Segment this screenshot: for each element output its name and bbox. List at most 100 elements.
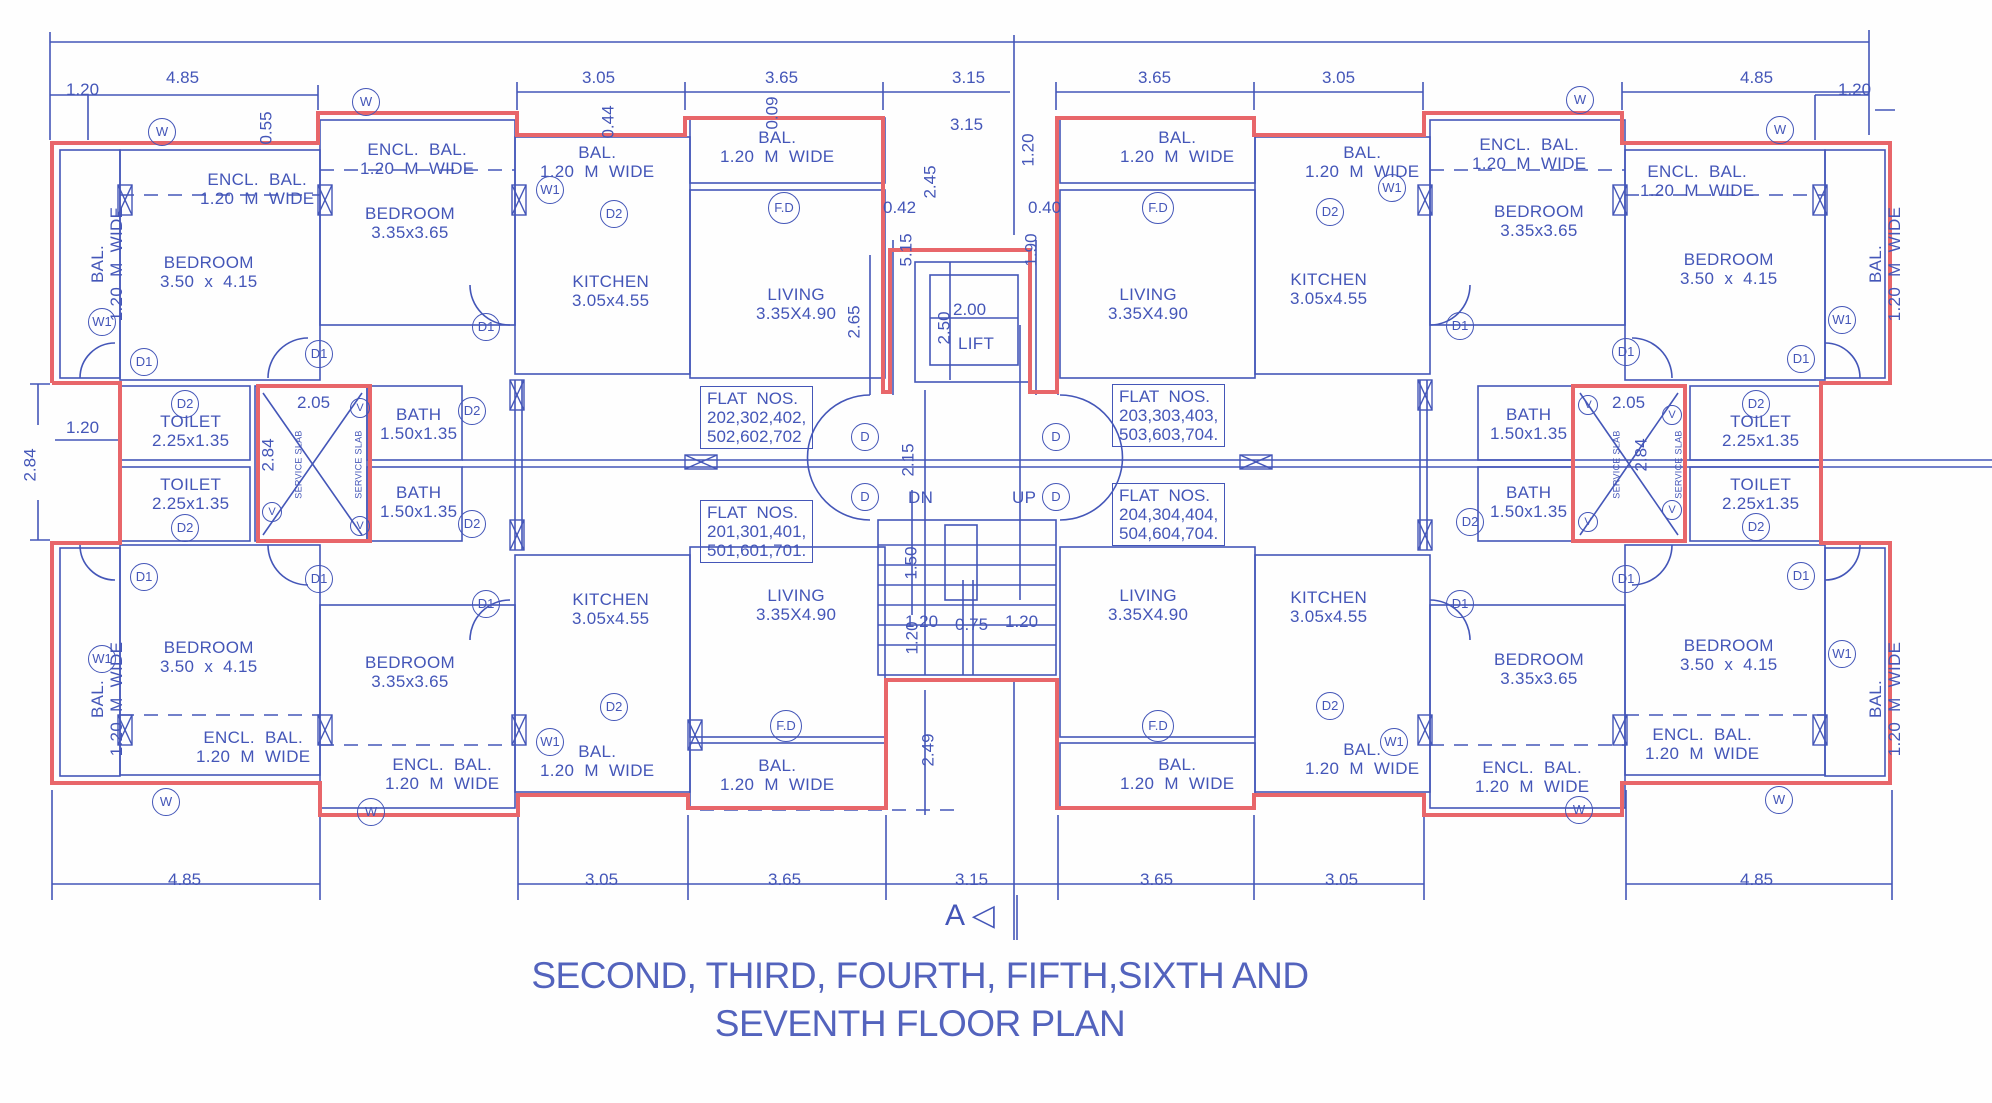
door1-tag: D1 — [305, 565, 333, 593]
dim-bottom-5: 3.65 — [1140, 870, 1174, 889]
flat-label-top-left: FLAT NOS. 202,302,402, 502,602,702 — [700, 386, 814, 449]
dim-core-315: 3.15 — [950, 115, 984, 134]
door1-tag: D1 — [1787, 562, 1815, 590]
window-tag: W — [1766, 116, 1794, 144]
vent-tag: V — [1662, 500, 1682, 520]
flat-label-top-right: FLAT NOS. 203,303,403, 503,603,704. — [1112, 384, 1226, 447]
vent-tag: V — [1578, 395, 1598, 415]
door1-tag: D1 — [1446, 590, 1474, 618]
lift-label: LIFT — [958, 334, 995, 353]
flat-label-bottom-right: FLAT NOS. 204,304,404, 504,604,704. — [1112, 483, 1226, 546]
room-bal-tl: BAL. 1.20 M WIDE — [540, 143, 655, 181]
main-door-tag: D — [1042, 423, 1070, 451]
room-bal-tc-left: BAL. 1.20 M WIDE — [720, 128, 835, 166]
window-tag: W — [357, 798, 385, 826]
window1-tag: W1 — [536, 728, 564, 756]
room-bal-side-tr: BAL. 1.20 M WIDE — [1866, 206, 1905, 322]
room-living-tl: LIVING 3.35X4.90 — [756, 285, 837, 323]
window-tag: W — [152, 788, 180, 816]
room-bedroom-small-tl: BEDROOM 3.35x3.65 — [365, 204, 455, 242]
drawing-title-line-2: SEVENTH FLOOR PLAN — [714, 1003, 1126, 1044]
stair-down-label: DN — [908, 488, 934, 507]
room-encl-bal-tl1: ENCL. BAL. 1.20 M WIDE — [200, 170, 315, 208]
door1-tag: D1 — [1612, 565, 1640, 593]
stair-up-label: UP — [1012, 488, 1037, 507]
room-encl-bal-tr2: ENCL. BAL. 1.20 M WIDE — [1640, 162, 1755, 200]
room-kitchen-bl: KITCHEN 3.05x4.55 — [572, 590, 650, 628]
dim-stair-120c: 1.20 — [902, 621, 922, 655]
service-slab-right-b: SERVICE SLAB — [1673, 430, 1684, 499]
dim-stair-120b: 1.20 — [1005, 612, 1039, 631]
dim-top-6: 3.65 — [1138, 68, 1172, 87]
room-bal-side-tl: BAL. 1.20 M WIDE — [88, 206, 127, 322]
dim-lift-height: 2.50 — [934, 311, 954, 345]
door2-tag: D2 — [1316, 692, 1344, 720]
section-marker-a: A ◁ — [945, 899, 995, 932]
dim-top-5: 3.15 — [952, 68, 986, 87]
room-toilet-br: TOILET 2.25x1.35 — [1722, 475, 1800, 513]
dim-bottom-3: 3.65 — [768, 870, 802, 889]
dim-009: 0.09 — [762, 96, 782, 130]
dim-bottom-4: 3.15 — [955, 870, 989, 889]
main-door-tag: D — [851, 423, 879, 451]
room-bedroom-large-bl: BEDROOM 3.50 x 4.15 — [160, 638, 258, 676]
window1-tag: W1 — [1828, 640, 1856, 668]
door1-tag: D1 — [472, 313, 500, 341]
window1-tag: W1 — [1380, 728, 1408, 756]
vent-tag: V — [350, 398, 370, 418]
dim-duct-205-right: 2.05 — [1612, 393, 1646, 412]
dim-duct-284-right: 2.84 — [1631, 438, 1651, 472]
french-door-tag: F.D — [1142, 710, 1174, 742]
window-tag: W — [1765, 786, 1793, 814]
room-toilet-tl: TOILET 2.25x1.35 — [152, 412, 230, 450]
dim-left-notch-height: 2.84 — [20, 448, 40, 482]
room-bedroom-large-tl: BEDROOM 3.50 x 4.15 — [160, 253, 258, 291]
room-bal-tc-right: BAL. 1.20 M WIDE — [1120, 128, 1235, 166]
dim-stair-075: 0.75 — [955, 615, 989, 634]
dim-top-3: 3.05 — [582, 68, 616, 87]
service-slab-right-a: SERVICE SLAB — [1611, 430, 1622, 499]
window1-tag: W1 — [88, 645, 116, 673]
door2-tag: D2 — [1742, 390, 1770, 418]
door1-tag: D1 — [1612, 338, 1640, 366]
dim-bottom-core-249: 2.49 — [918, 733, 938, 767]
dim-stair-120a: 1.20 — [905, 612, 939, 631]
door2-tag: D2 — [600, 693, 628, 721]
door1-tag: D1 — [130, 563, 158, 591]
room-encl-bal-br2: ENCL. BAL. 1.20 M WIDE — [1645, 725, 1760, 763]
room-kitchen-br: KITCHEN 3.05x4.55 — [1290, 588, 1368, 626]
window1-tag: W1 — [1828, 306, 1856, 334]
french-door-tag: F.D — [768, 192, 800, 224]
dim-stair-150: 1.50 — [901, 546, 921, 580]
dim-core-042: 0.42 — [883, 198, 917, 217]
door1-tag: D1 — [472, 590, 500, 618]
service-slab-left-a: SERVICE SLAB — [293, 430, 304, 499]
room-bedroom-small-bl: BEDROOM 3.35x3.65 — [365, 653, 455, 691]
door2-tag: D2 — [1316, 198, 1344, 226]
dim-bottom-6: 3.05 — [1325, 870, 1359, 889]
door2-tag: D2 — [1742, 513, 1770, 541]
dim-top-2: 4.85 — [166, 68, 200, 87]
french-door-tag: F.D — [1142, 192, 1174, 224]
room-living-bl: LIVING 3.35X4.90 — [756, 586, 837, 624]
room-bath-tr: BATH 1.50x1.35 — [1490, 405, 1568, 443]
room-bath-tl: BATH 1.50x1.35 — [380, 405, 458, 443]
room-toilet-bl: TOILET 2.25x1.35 — [152, 475, 230, 513]
room-living-tr: LIVING 3.35X4.90 — [1108, 285, 1189, 323]
room-bal-tr: BAL. 1.20 M WIDE — [1305, 143, 1420, 181]
room-bal-br: BAL. 1.20 M WIDE — [1305, 740, 1420, 778]
dim-lift-width: 2.00 — [953, 300, 987, 319]
window1-tag: W1 — [88, 308, 116, 336]
room-encl-bal-br1: ENCL. BAL. 1.20 M WIDE — [1475, 758, 1590, 796]
dim-top-7: 3.05 — [1322, 68, 1356, 87]
room-bedroom-large-br: BEDROOM 3.50 x 4.15 — [1680, 636, 1778, 674]
room-toilet-tr: TOILET 2.25x1.35 — [1722, 412, 1800, 450]
window-tag: W — [1565, 796, 1593, 824]
room-bath-br: BATH 1.50x1.35 — [1490, 483, 1568, 521]
dim-top-4: 3.65 — [765, 68, 799, 87]
room-bal-bc-left: BAL. 1.20 M WIDE — [720, 756, 835, 794]
window1-tag: W1 — [536, 176, 564, 204]
vent-tag: V — [350, 516, 370, 536]
dim-core-120: 1.20 — [1018, 133, 1038, 167]
door2-tag: D2 — [458, 397, 486, 425]
